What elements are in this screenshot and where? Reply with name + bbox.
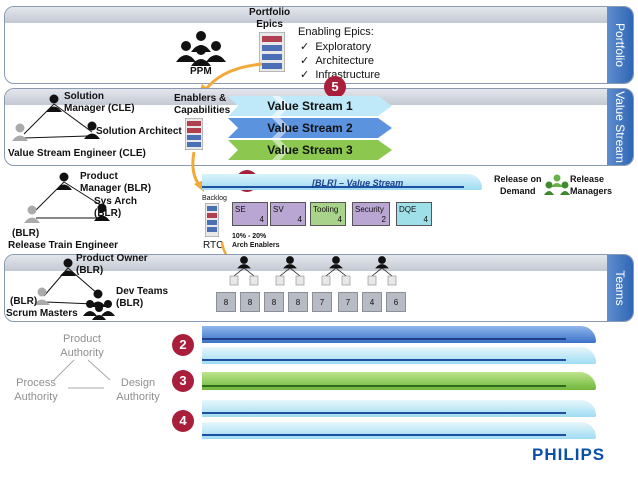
scrum-blr-label: (BLR) <box>10 296 38 307</box>
backlog-stack-icon <box>205 203 219 237</box>
team-box: 6 <box>386 292 406 312</box>
train-stripe <box>202 434 566 436</box>
rtc-label: RTC <box>203 240 224 251</box>
team-box: 7 <box>312 292 332 312</box>
arch-enablers-label: 10% - 20% Arch Enablers <box>232 233 280 249</box>
process-authority-label: Process Authority <box>14 377 58 403</box>
portfolio-epics-label: Portfolio Epics <box>249 7 291 30</box>
release-managers-icon <box>544 174 570 195</box>
product-manager-label: Product Manager (BLR) <box>80 171 152 194</box>
team-box: 8 <box>288 292 308 312</box>
train-2a <box>202 326 596 343</box>
train-stripe <box>202 338 566 340</box>
portfolio-epics-stack-icon <box>259 32 285 72</box>
value-stream-1-label: Value Stream 1 <box>267 99 353 113</box>
release-on-demand-label: Release on Demand <box>494 174 542 196</box>
portfolio-band-label: Portfolio <box>607 7 633 83</box>
value-stream-3-label: Value Stream 3 <box>267 143 353 157</box>
team-box: 8 <box>240 292 260 312</box>
enabling-epics-list: ✓ Exploratory ✓ Architecture ✓ Infrastru… <box>300 40 380 82</box>
value-stream-3-arrow <box>228 140 392 160</box>
train-stripe <box>202 412 566 414</box>
value-stream-2-label: Value Stream 2 <box>267 121 353 135</box>
team-box: 8 <box>216 292 236 312</box>
badge-5: 5 <box>324 76 346 98</box>
enabling-epic-item: ✓ Architecture <box>300 55 375 67</box>
value-stream-2-arrow <box>228 118 392 138</box>
sys-arch-label: Sys Arch (BLR) <box>94 196 137 219</box>
product-owner-label: Product Owner (BLR) <box>76 253 148 276</box>
ppm-label: PPM <box>190 66 212 77</box>
teams-band-label: Teams <box>607 255 633 321</box>
solution-roles-network-icon <box>12 94 100 141</box>
dev-teams-label: Dev Teams (BLR) <box>116 286 169 309</box>
train-2b <box>202 347 596 364</box>
blr-value-stream-train <box>202 174 482 190</box>
teams-band: Teams <box>4 254 634 322</box>
rte-blr-label: (BLR) <box>12 228 40 239</box>
value-stream-engineer-label: Value Stream Engineer (CLE) <box>8 148 146 159</box>
product-authority-label: Product Authority <box>60 333 104 359</box>
authority-triangle-lines <box>53 359 111 389</box>
train-stripe <box>202 186 464 188</box>
release-managers-label: Release Managers <box>570 174 613 196</box>
train-label: [BLR] – Value Stream <box>312 178 404 188</box>
philips-logo: PHILIPS <box>532 445 606 464</box>
ppm-people-icon <box>176 31 226 66</box>
backlog-label: Backlog <box>202 195 227 202</box>
badge-3: 3 <box>172 370 194 392</box>
value-stream-band-label: Value Stream <box>607 89 633 165</box>
badge-2: 2 <box>172 334 194 356</box>
team-box: 7 <box>338 292 358 312</box>
train-4b <box>202 422 596 439</box>
program-roles-network-icon <box>24 172 110 223</box>
solution-architect-label: Solution Architect <box>96 126 182 137</box>
train-3 <box>202 372 596 390</box>
enablers-to-backlog-arrow <box>191 151 204 192</box>
portfolio-header-strip <box>5 7 607 23</box>
badge-4: 4 <box>172 410 194 432</box>
team-hierarchy-icons <box>229 256 397 286</box>
design-authority-label: Design Authority <box>116 377 160 403</box>
portfolio-band: Portfolio <box>4 6 634 84</box>
train-stripe <box>202 359 566 361</box>
teams-header-strip <box>5 255 607 271</box>
scrum-masters-label: Scrum Masters <box>6 308 78 319</box>
train-stripe <box>202 385 566 387</box>
solution-manager-label: Solution Manager (CLE) <box>64 91 135 114</box>
enabling-epic-item: ✓ Exploratory <box>300 41 371 53</box>
release-train-engineer-label: Release Train Engineer <box>8 240 119 251</box>
train-4a <box>202 400 596 417</box>
value-stream-1-arrow <box>228 96 392 116</box>
enablers-stack-icon <box>185 118 203 150</box>
team-box: 4 <box>362 292 382 312</box>
team-box: 8 <box>264 292 284 312</box>
team-roles-network-icon <box>34 258 115 320</box>
enabling-epics-title: Enabling Epics: <box>298 26 374 38</box>
enablers-capabilities-label: Enablers & Capabilities <box>174 93 231 116</box>
